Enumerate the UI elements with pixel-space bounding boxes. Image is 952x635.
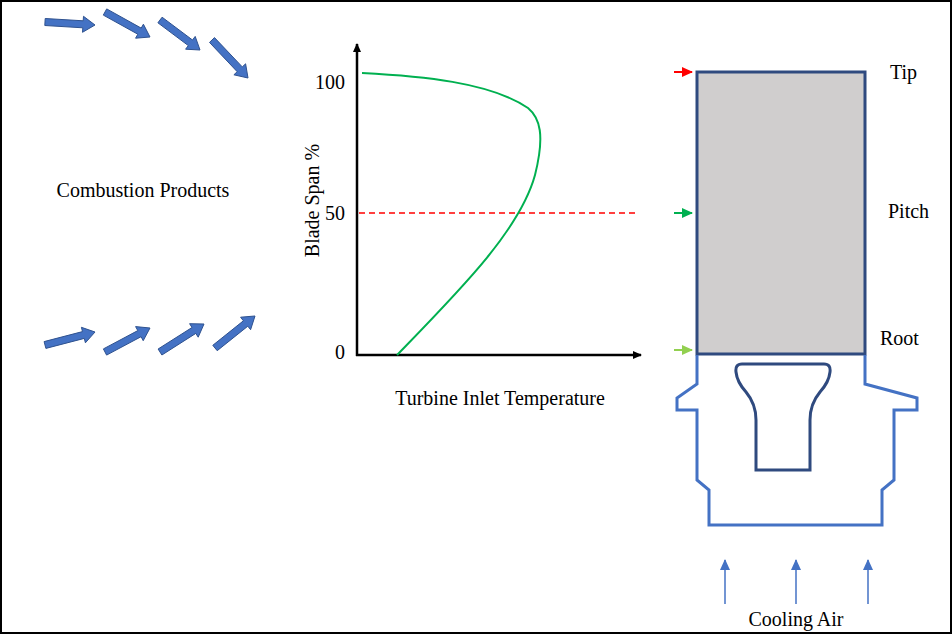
flow-label: Combustion Products — [57, 179, 230, 202]
y-axis — [356, 44, 359, 356]
axis-tick: 100 — [315, 71, 345, 94]
part-label: Pitch — [888, 200, 929, 223]
root-arrow — [674, 349, 692, 351]
blade-airfoil — [697, 72, 865, 354]
flow-arrow — [210, 38, 249, 78]
temperature-profile — [362, 73, 540, 355]
flow-arrow — [103, 327, 150, 356]
part-label: Root — [880, 327, 919, 350]
flow-label: Cooling Air — [749, 608, 844, 631]
flow-arrow — [158, 324, 204, 355]
flow-arrow — [213, 316, 255, 351]
combustion-flow-arrows — [44, 9, 255, 355]
axis-tick: 50 — [325, 202, 345, 225]
axis-tick: 0 — [335, 341, 345, 364]
flow-arrow — [158, 17, 200, 50]
flow-arrow — [45, 16, 95, 32]
axis-title: Blade Span % — [301, 143, 324, 256]
cooling-arrow — [867, 560, 869, 604]
cooling-arrow — [724, 560, 726, 604]
flow-arrow — [103, 9, 150, 38]
dovetail — [736, 364, 830, 470]
part-label: Tip — [890, 61, 917, 84]
blade-root — [677, 355, 917, 525]
axis-title: Turbine Inlet Temperature — [395, 387, 605, 410]
pitch-arrow — [674, 212, 692, 214]
flow-arrow — [44, 327, 95, 348]
cooling-arrow — [795, 560, 797, 604]
pitch-line — [359, 212, 638, 214]
tip-arrow — [674, 71, 692, 73]
